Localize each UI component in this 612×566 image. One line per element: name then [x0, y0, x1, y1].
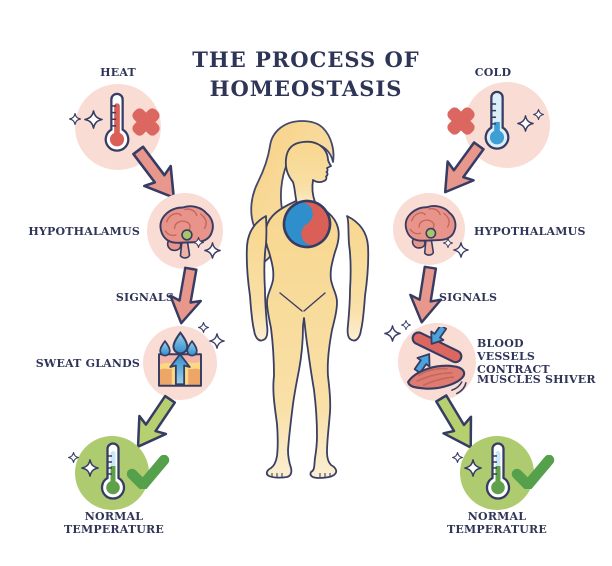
blood-vessels-contract-label: BLOOD VESSELS CONTRACT — [477, 337, 550, 376]
muscles-shiver-label: MUSCLES SHIVER — [477, 373, 596, 386]
sparkle-icon — [204, 242, 221, 259]
flow-arrow-heat-to-brain — [121, 136, 191, 211]
flow-arrow-signals-right — [403, 262, 450, 327]
normal-temp-label-right: NORMAL TEMPERATURE — [447, 510, 547, 536]
hypothalamus-label-left: HYPOTHALAMUS — [28, 225, 140, 238]
sparkle-icon — [464, 459, 482, 477]
yin-yang-icon — [282, 199, 332, 249]
sparkle-icon — [443, 238, 453, 248]
sparkle-icon — [209, 333, 225, 349]
hypothalamus-dot — [425, 227, 437, 239]
sparkle-icon — [69, 113, 81, 125]
sparkle-icon — [198, 322, 209, 333]
page-title-line2: HOMEOSTASIS — [209, 76, 403, 101]
sparkle-icon — [81, 459, 99, 477]
hypothalamus-dot — [181, 229, 193, 241]
normal-thermometer-icon-right — [483, 442, 513, 502]
sweat-glands-icon — [150, 330, 210, 392]
contract-arrow-icon — [430, 327, 448, 345]
heat-label: HEAT — [100, 66, 136, 79]
sparkle-icon — [84, 110, 103, 129]
sweat-droplets — [159, 331, 198, 357]
sparkle-icon — [453, 242, 469, 258]
signals-label-right: SIGNALS — [439, 291, 498, 304]
heat-x-icon — [127, 103, 165, 141]
human-figure — [241, 118, 373, 482]
signals-label-left: SIGNALS — [115, 291, 174, 304]
sparkle-icon — [68, 452, 79, 463]
head-profile — [284, 140, 332, 207]
flow-arrow-to-normal-right — [423, 386, 489, 460]
check-icon — [511, 455, 555, 489]
heat-thermometer-icon — [101, 91, 133, 155]
cold-x-icon — [442, 102, 480, 140]
blood-vessels-muscle-icon — [404, 327, 470, 399]
muscle-icon — [407, 364, 467, 395]
sparkle-icon — [517, 115, 534, 132]
normal-temp-label-left: NORMAL TEMPERATURE — [64, 510, 164, 536]
body-silhouette — [264, 198, 340, 479]
brain-icon — [151, 201, 219, 261]
sparkle-icon — [452, 452, 463, 463]
arms — [245, 215, 370, 342]
flow-arrow-cold-to-brain — [428, 132, 497, 206]
check-icon — [126, 455, 170, 489]
normal-thermometer-icon-left — [98, 442, 128, 502]
sparkle-icon — [193, 237, 204, 248]
sparkle-icon — [533, 109, 544, 120]
sparkle-icon — [384, 325, 401, 342]
sweat-glands-label: SWEAT GLANDS — [35, 357, 140, 370]
flow-arrow-to-normal-left — [120, 386, 188, 460]
flow-arrow-signals-left — [162, 263, 210, 329]
cold-thermometer-icon — [481, 89, 513, 153]
cold-label: COLD — [474, 66, 512, 79]
hypothalamus-label-right: HYPOTHALAMUS — [474, 225, 586, 238]
brain-icon — [397, 201, 461, 258]
sweat-up-arrow — [169, 353, 191, 386]
page-title-line1: THE PROCESS OF — [192, 47, 420, 72]
sparkle-icon — [401, 320, 411, 330]
